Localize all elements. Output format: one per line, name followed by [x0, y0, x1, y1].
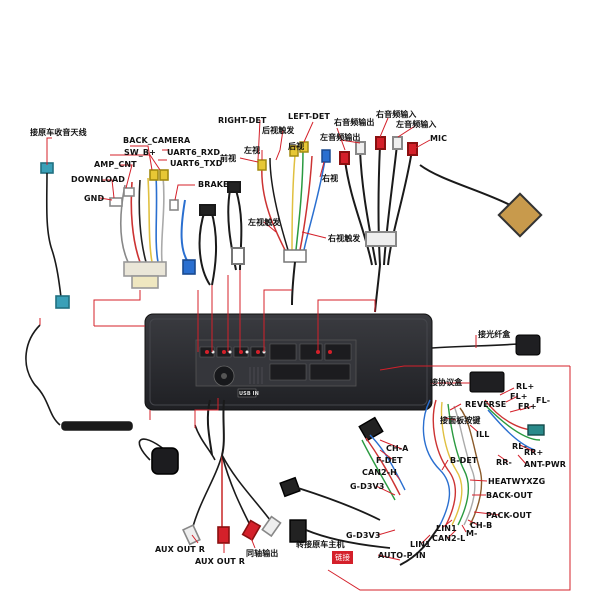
label-g-d3v3-top: G-D3V3 — [350, 482, 385, 491]
label-b-det: B-DET — [450, 456, 478, 465]
protocol-box — [469, 371, 505, 393]
label-can2-l: CAN2-L — [432, 534, 466, 543]
harness-camera — [257, 141, 331, 306]
label-fl-plus: FL+ — [510, 392, 528, 401]
label-rr-minus: RR- — [496, 458, 512, 467]
label-right-view: 右视 — [322, 174, 339, 183]
label-fl-minus: FL- — [536, 396, 551, 405]
label-left-view: 左视 — [244, 146, 261, 155]
label-rear-trigger: 后视触发 — [262, 126, 295, 135]
cable-coil-mid — [198, 181, 245, 286]
label-left-audio-in: 左音频输入 — [396, 120, 437, 129]
label-m-minus: M- — [466, 529, 478, 538]
label-coax-out: 同轴输出 — [246, 549, 279, 558]
label-gnd: GND — [84, 194, 105, 203]
label-to-car-host: 转接原车主机 — [296, 540, 345, 549]
label-ant-pwr: ANT-PWR — [524, 460, 567, 469]
harness-audio — [339, 136, 543, 313]
label-left-det: LEFT-DET — [288, 112, 330, 121]
label-heatwyxzg: HEATWYXZG — [488, 477, 546, 486]
label-aux-out-r-2: AUX OUT R — [195, 557, 245, 566]
label-rear-view: 后视 — [288, 142, 305, 151]
label-front-view: 前视 — [220, 154, 237, 163]
label-amp-cnt: AMP_CNT — [94, 160, 137, 169]
label-uart6-txd: UART6_TXD — [170, 159, 223, 168]
label-pack-out: PACK-OUT — [486, 511, 532, 520]
label-panel-keys: 接面板按键 — [440, 416, 481, 425]
label-brake: BRAKE — [198, 180, 229, 189]
label-g-d3v3-bottom: G-D3V3 — [346, 531, 381, 540]
label-fr-plus: FR+ — [518, 402, 537, 411]
label-right-det: RIGHT-DET — [218, 116, 267, 125]
aux-cables — [182, 454, 282, 546]
label-rr-plus: RR+ — [524, 448, 544, 457]
label-radio-antenna: 接原车收音天线 — [30, 128, 87, 137]
head-unit — [144, 313, 433, 456]
label-back-camera: BACK_CAMERA — [123, 136, 191, 145]
label-protocol-box: 接协议盒 — [430, 378, 463, 387]
label-lin1-b: LIN1 — [410, 540, 431, 549]
harness-main — [399, 399, 545, 566]
label-sw-b: SW_B+ — [124, 148, 156, 157]
label-link: 链接 — [332, 551, 353, 564]
label-mic: MIC — [430, 134, 448, 143]
label-right-audio-out: 右音频输出 — [334, 118, 375, 127]
label-f-det: F-DET — [376, 456, 403, 465]
label-ch-a: CH-A — [386, 444, 409, 453]
label-left-audio-out: 左音频输出 — [320, 133, 361, 142]
label-uart6-rxd: UART6_RXD — [167, 148, 221, 157]
label-can2-h: CAN2-H — [362, 468, 397, 477]
label-back-out: BACK-OUT — [486, 491, 533, 500]
label-ch-b: CH-B — [470, 521, 493, 530]
label-aux-out-r-1: AUX OUT R — [155, 545, 205, 554]
label-rl-plus: RL+ — [516, 382, 535, 391]
label-left-trigger: 左视触发 — [248, 218, 281, 227]
label-right-trigger: 右视触发 — [328, 234, 361, 243]
label-ill: ILL — [476, 430, 490, 439]
label-usb-port: USB IN — [239, 391, 259, 397]
harness-can — [279, 416, 406, 549]
antenna-cables — [25, 324, 216, 475]
label-rl-minus: RL- — [512, 442, 527, 451]
label-lin1-a: LIN1 — [436, 524, 457, 533]
label-fiber-box: 接光纤盒 — [478, 330, 511, 339]
label-download: DOWNLOAD — [71, 175, 125, 184]
label-right-audio-in: 右音频输入 — [376, 110, 417, 119]
label-reverse: REVERSE — [465, 400, 507, 409]
label-auto-p-in: AUTO-P-IN — [378, 551, 426, 560]
leader-lines — [39, 117, 571, 591]
fiber-box — [431, 334, 541, 356]
